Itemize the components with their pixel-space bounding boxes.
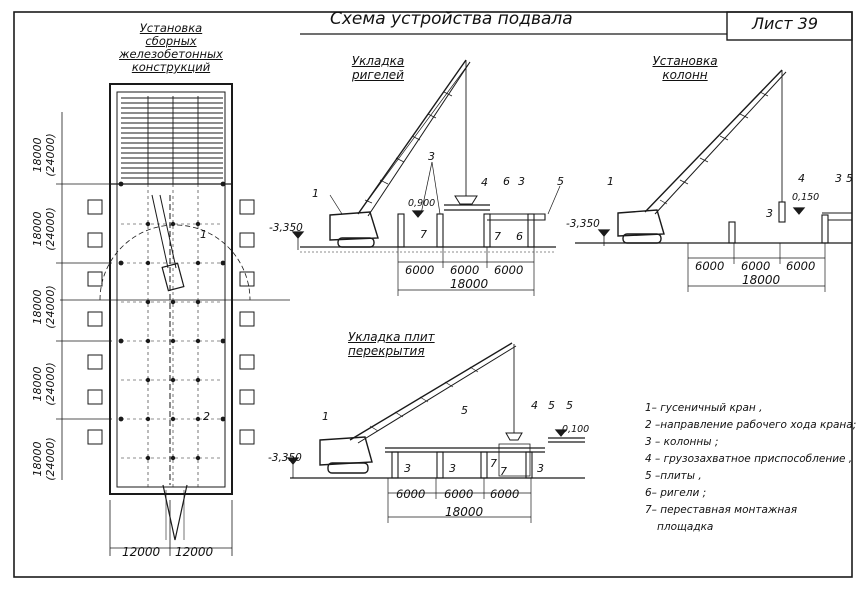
legend-item: площадка	[657, 521, 714, 533]
legend-item: 1– гусеничный кран ,	[645, 402, 763, 414]
beams-label: 5	[557, 175, 564, 188]
beams-label: 7	[494, 230, 501, 243]
beams-label: 3	[428, 150, 435, 163]
plan-bottom-dim: 12000	[122, 545, 161, 559]
columns-level-left: -3,350	[566, 218, 600, 230]
slabs-label: 7	[490, 457, 497, 470]
beams-level-left: -3,350	[269, 222, 303, 234]
slabs-label: 3	[537, 462, 544, 475]
columns-label: 1	[607, 175, 614, 188]
columns-label: 4	[798, 172, 805, 185]
slabs-dim-total: 18000	[445, 505, 484, 519]
plan-span-label: 18000(24000)	[31, 437, 57, 481]
legend-item: 3 – колонны ;	[645, 436, 719, 448]
sheet-frame	[13, 11, 853, 578]
slabs-dim: 6000	[490, 487, 520, 501]
legend-item: 5 –плиты ,	[645, 470, 702, 482]
legend-item: 6– ригели ;	[645, 487, 707, 499]
sheet-title: Схема устройства подвала	[330, 9, 573, 29]
columns-label: 3	[766, 207, 773, 220]
beams-dim: 6000	[494, 263, 524, 277]
legend: 1– гусеничный кран , 2 –направление рабо…	[645, 400, 856, 536]
plan-bottom-dim: 12000	[175, 545, 214, 559]
slabs-section	[286, 342, 585, 523]
beams-label: 6	[503, 175, 510, 188]
beams-section	[291, 59, 561, 296]
sheet-number-box	[726, 11, 853, 41]
legend-item: 2 –направление рабочего хода крана;	[645, 419, 857, 431]
plan-column-dots	[118, 181, 226, 461]
beams-level-right: 0,900	[408, 198, 436, 209]
slabs-dim: 6000	[396, 487, 426, 501]
beams-label: 3	[518, 175, 525, 188]
columns-section	[575, 69, 852, 292]
plan-storage-stacks	[87, 199, 255, 445]
legend-item: 4 – грузозахватное приспособление ,	[645, 453, 853, 465]
columns-dim: 6000	[695, 259, 725, 273]
beams-dim-total: 18000	[450, 277, 489, 291]
beams-label: 7	[420, 228, 427, 241]
beams-label: 4	[481, 176, 488, 189]
slabs-level-right: 0,100	[562, 424, 590, 435]
beams-label: 1	[312, 187, 319, 200]
slabs-label: 3	[449, 462, 456, 475]
slabs-label: 5	[548, 399, 555, 412]
beams-label: 6	[516, 230, 523, 243]
beams-dim: 6000	[405, 263, 435, 277]
columns-label: 5	[846, 172, 853, 185]
columns-dim: 6000	[786, 259, 816, 273]
slabs-level-left: -3,350	[268, 452, 302, 464]
plan-span-label: 18000(24000)	[31, 207, 57, 251]
plan-mark: 2	[203, 410, 210, 423]
columns-label: 3	[835, 172, 842, 185]
plan-span-label: 18000(24000)	[31, 285, 57, 329]
plan-view	[56, 83, 290, 556]
columns-dim-total: 18000	[742, 273, 781, 287]
slabs-label: 7	[500, 465, 507, 478]
beams-dim: 6000	[450, 263, 480, 277]
slabs-label: 5	[566, 399, 573, 412]
columns-dim: 6000	[741, 259, 771, 273]
columns-level-right: 0,150	[792, 192, 820, 203]
slabs-label: 5	[461, 404, 468, 417]
plan-title: Установка сборных железобетонных констру…	[119, 21, 223, 74]
slabs-label: 1	[322, 410, 329, 423]
slabs-label: 4	[531, 399, 538, 412]
slabs-dim: 6000	[444, 487, 474, 501]
plan-mark: 1	[200, 228, 207, 241]
sheet-number: Лист 39	[752, 14, 818, 33]
plan-span-label: 18000(24000)	[31, 133, 57, 177]
slabs-label: 3	[404, 462, 411, 475]
plan-span-label: 18000(24000)	[31, 362, 57, 406]
legend-item: 7– переставная монтажная	[645, 504, 798, 516]
